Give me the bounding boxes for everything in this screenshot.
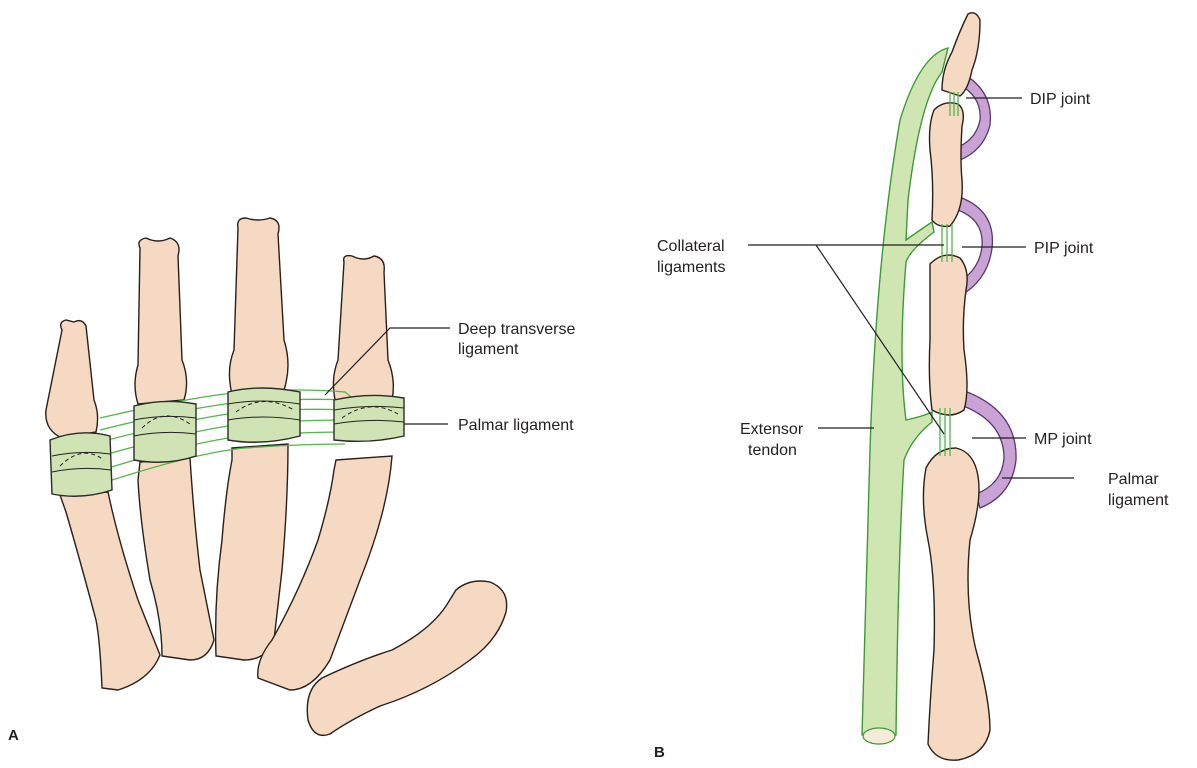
palmar-ligament-capsule-3 <box>228 388 300 442</box>
finger-3-metacarpal <box>216 444 288 660</box>
dip-joint-label: DIP joint <box>1030 91 1091 108</box>
extensor-label-2: tendon <box>748 442 797 459</box>
palmar-label-2: ligament <box>1108 492 1169 509</box>
finger-1-proximal-phalanx <box>46 320 98 438</box>
mp-joint-label: MP joint <box>1034 431 1092 448</box>
palmar-ligament-label-a: Palmar ligament <box>458 417 574 434</box>
finger-2-proximal-phalanx <box>135 238 187 404</box>
pip-joint-label: PIP joint <box>1034 240 1094 257</box>
palmar-ligament-capsule-1 <box>50 433 112 496</box>
panel-b-letter: B <box>654 744 665 761</box>
palmar-label-1: Palmar <box>1108 471 1159 488</box>
proximal-phalanx <box>929 255 967 415</box>
finger-4-proximal-phalanx <box>333 256 393 404</box>
tendon-end <box>863 728 895 744</box>
collateral-label-2: ligaments <box>657 259 725 276</box>
extensor-label-1: Extensor <box>740 421 804 438</box>
finger-3-proximal-phalanx <box>229 218 288 394</box>
collateral-label-1: Collateral <box>657 238 725 255</box>
panel-b-finger: DIP joint PIP joint Collateral ligaments… <box>654 13 1169 761</box>
deep-transverse-label-1: Deep transverse <box>458 321 575 338</box>
panel-a-letter: A <box>8 727 19 744</box>
palmar-ligament-capsule-2 <box>134 401 196 462</box>
panel-a-hand: Deep transverse ligament Palmar ligament… <box>8 218 575 744</box>
middle-phalanx <box>930 103 964 227</box>
deep-transverse-label-2: ligament <box>458 341 519 358</box>
palmar-ligament-capsule-4 <box>334 395 404 441</box>
